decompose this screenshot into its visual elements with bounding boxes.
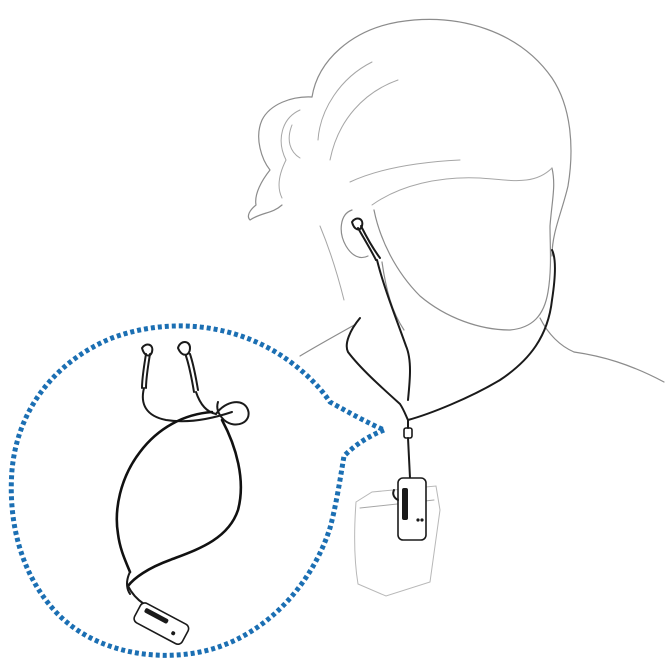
- zoom-callout: [11, 326, 384, 655]
- worn-headset: [347, 219, 555, 478]
- bluetooth-clip-device-icon: [393, 478, 426, 540]
- stereo-headset-icon: [117, 342, 249, 646]
- person-sketch-icon: [248, 19, 664, 382]
